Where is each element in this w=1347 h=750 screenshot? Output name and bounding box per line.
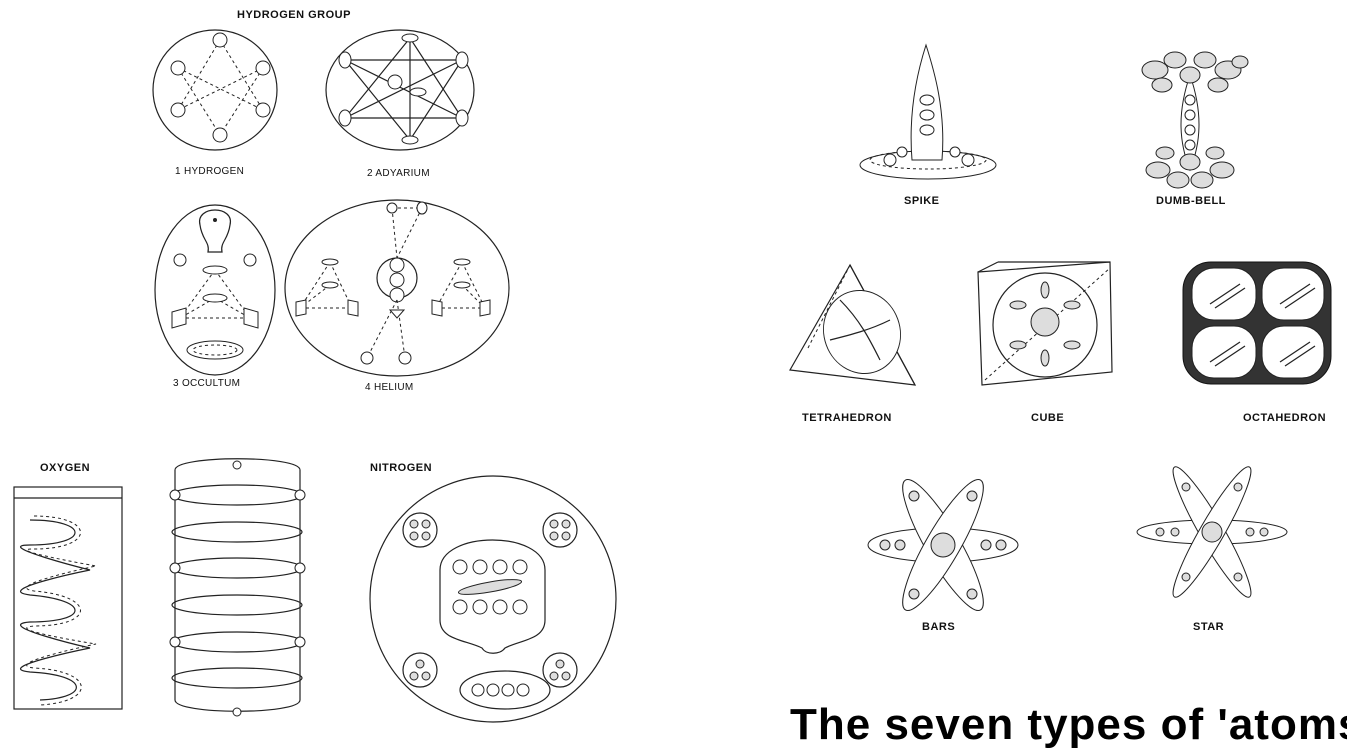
label-oxygen: OXYGEN [40, 462, 90, 474]
label-spike: SPIKE [904, 195, 940, 207]
label-tetrahedron: TETRAHEDRON [802, 412, 892, 424]
oxygen-flat-figure [14, 487, 122, 709]
bars-figure [868, 472, 1018, 619]
nitrogen-figure [370, 476, 616, 722]
label-dumbbell: DUMB-BELL [1156, 195, 1226, 207]
cube-figure [978, 262, 1112, 385]
label-helium: 4 HELIUM [365, 382, 414, 393]
octahedron-figure [1183, 262, 1331, 384]
label-bars: BARS [922, 621, 955, 633]
label-cube: CUBE [1031, 412, 1064, 424]
bottom-title: The seven types of 'atoms [790, 700, 1347, 750]
occultum-figure [155, 205, 275, 375]
label-hydrogen: 1 HYDROGEN [175, 166, 244, 177]
label-adyarium: 2 ADYARIUM [367, 168, 430, 179]
spike-figure [860, 45, 996, 179]
label-occultum: 3 OCCULTUM [173, 378, 240, 389]
adyarium-figure [326, 30, 474, 150]
label-octahedron: OCTAHEDRON [1243, 412, 1326, 424]
tetrahedron-figure [790, 265, 915, 385]
dumbbell-figure [1142, 52, 1248, 188]
helium-figure [285, 200, 509, 376]
label-hydrogen-group: HYDROGEN GROUP [237, 9, 351, 21]
star-figure [1137, 461, 1287, 603]
hydrogen-figure [153, 30, 277, 150]
label-star: STAR [1193, 621, 1224, 633]
label-nitrogen: NITROGEN [370, 462, 432, 474]
oxygen-spiral-figure [170, 459, 305, 716]
